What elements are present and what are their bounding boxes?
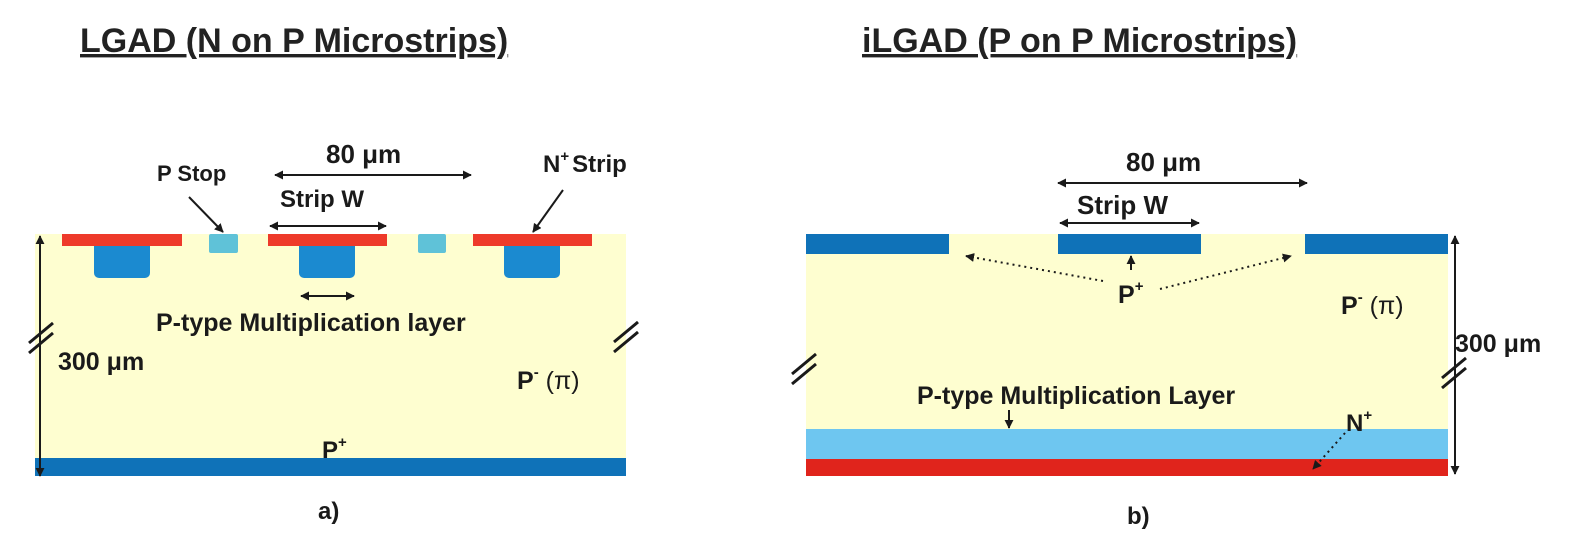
diagram-b-title: iLGAD (P on P Microstrips) <box>862 22 1297 60</box>
b-p-plus-strip-left <box>806 234 949 254</box>
b-bulk-p: P <box>1341 292 1358 320</box>
a-pitch-label: 80 μm <box>326 139 401 169</box>
a-implant-center <box>299 240 355 278</box>
b-multiplication-layer <box>806 429 1448 459</box>
b-caption: b) <box>1127 503 1150 530</box>
a-bulk-p: P <box>517 367 534 395</box>
a-backside-p-plus <box>35 458 626 476</box>
a-break-mark-left <box>28 321 54 355</box>
b-p-plus-strip-center <box>1058 234 1201 254</box>
diagram-b: iLGAD (P on P Microstrips) 80 μm Strip W… <box>791 22 1541 530</box>
b-p-plus-sup: + <box>1135 278 1144 295</box>
a-multiplication-label: P-type Multiplication layer <box>156 309 466 337</box>
a-strip-width-label: Strip W <box>280 186 364 213</box>
a-p-stop-right <box>418 234 446 253</box>
a-thickness-label: 300 μm <box>58 348 144 376</box>
b-n-plus-pointer <box>1312 432 1346 470</box>
b-thickness-label: 300 μm <box>1455 330 1541 358</box>
b-p-plus-pointer-right <box>1159 253 1292 290</box>
a-backside-p: P <box>322 437 338 464</box>
b-strip-width-label: Strip W <box>1077 190 1168 220</box>
a-n-strip-pointer <box>532 189 564 233</box>
b-n-plus-sup: + <box>1363 407 1372 424</box>
b-n-plus-label: N+ <box>1346 407 1372 437</box>
b-backside-n-plus <box>806 459 1448 476</box>
a-bulk-pi: (π) <box>539 367 580 395</box>
a-backside-label: P+ <box>322 434 347 464</box>
b-bulk-sup: - <box>1358 289 1363 306</box>
b-multiplication-label: P-type Multiplication Layer <box>917 382 1235 410</box>
diagram-a-title: LGAD (N on P Microstrips) <box>80 22 508 60</box>
b-p-plus-p: P <box>1118 281 1135 309</box>
b-break-mark-left <box>791 352 817 386</box>
b-p-plus-strip-right <box>1305 234 1448 254</box>
b-break-mark-right <box>1441 356 1467 390</box>
a-bulk-label: P- (π) <box>517 364 580 395</box>
a-p-stop-left <box>209 234 238 253</box>
a-n-strip-word: Strip <box>572 151 627 178</box>
a-bulk-sup: - <box>534 364 539 381</box>
b-pitch-label: 80 μm <box>1126 147 1201 177</box>
a-n-strip-center <box>268 234 387 246</box>
a-break-mark-right <box>613 320 639 354</box>
b-bulk-pi: (π) <box>1363 292 1404 320</box>
a-n-strip-prefix: N <box>543 151 560 178</box>
a-n-strip-left <box>62 234 182 246</box>
a-implant-right <box>504 240 560 278</box>
diagram-a: LGAD (N on P Microstrips) 80 μm <box>28 22 639 525</box>
a-backside-sup: + <box>338 434 347 451</box>
b-bulk-label: P- (π) <box>1341 289 1404 320</box>
b-p-plus-label: P+ <box>1118 278 1144 309</box>
b-n-plus-n: N <box>1346 410 1363 437</box>
a-n-strip-right <box>473 234 592 246</box>
a-p-stop-label: P Stop <box>157 161 226 186</box>
a-caption: a) <box>318 498 339 525</box>
a-p-stop-pointer <box>188 196 224 233</box>
a-n-strip-label: N+Strip <box>543 148 627 178</box>
a-n-strip-sup: + <box>560 148 569 165</box>
a-implant-left <box>94 240 150 278</box>
